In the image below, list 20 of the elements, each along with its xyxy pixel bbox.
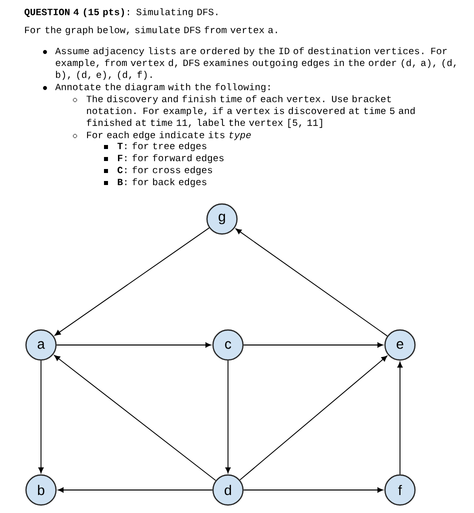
arrow <box>397 362 403 475</box>
arrow <box>38 360 44 474</box>
arrow <box>56 342 212 348</box>
text-line: Annotate the diagram with the following: <box>55 83 270 92</box>
arrow <box>243 342 384 348</box>
arrow <box>225 360 231 474</box>
arrow <box>54 227 210 336</box>
text-line: For each edge indicate its type <box>87 131 251 140</box>
arrow <box>243 487 384 493</box>
text-line: C: for cross edges <box>118 166 212 176</box>
text-line: B: for back edges <box>118 178 206 188</box>
text-line: For the graph below, simulate DFS from vertex a. <box>25 26 277 36</box>
arrow <box>58 487 213 493</box>
text-line: T: for tree edges <box>117 142 206 152</box>
text-line: F: for forward edges <box>118 154 224 164</box>
heading: QUESTION 4 (15 pts): Simulating DFS. <box>24 8 218 18</box>
arrow <box>236 228 388 336</box>
text-line: Assume adjacency lists are ordered by the ID of destination vertices. For example, from vertex d, DFS examines outgoing edges in the order (d, a), (d, b), (d, e), (d, f). <box>55 47 456 80</box>
arrow <box>239 356 388 480</box>
arrow <box>54 355 216 481</box>
